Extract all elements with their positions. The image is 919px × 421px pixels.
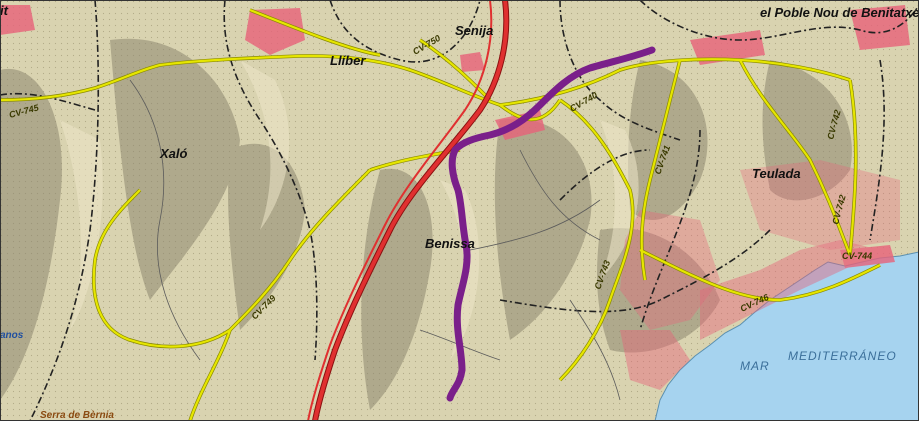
place-label-senija: Senija — [455, 23, 493, 38]
place-label-teulada: Teulada — [752, 166, 801, 181]
relief-highlights — [60, 60, 639, 360]
sea-label-mediterraneo: MEDITERRÁNEO — [788, 348, 897, 363]
place-label-xalo: Xaló — [159, 146, 188, 161]
sea-label-mar: MAR — [740, 359, 770, 373]
sea-area — [655, 252, 919, 421]
motorway — [307, 0, 510, 421]
place-label-left-lower: anos — [0, 330, 24, 341]
place-label-benissa: Benissa — [425, 236, 475, 251]
urban-areas — [0, 5, 910, 390]
place-label-left-edge: it — [0, 3, 9, 18]
place-labels: it el Poble Nou de Benitatxell Senija Ll… — [0, 3, 919, 421]
place-label-bernia: Serra de Bèrnia — [40, 410, 114, 421]
highlighted-route — [446, 46, 656, 402]
road-label-cv744: CV-744 — [842, 251, 872, 261]
place-label-poble-nou: el Poble Nou de Benitatxell — [760, 5, 919, 20]
place-label-lliber: Llíber — [330, 53, 366, 68]
relief-shading — [0, 38, 852, 410]
regional-roads-fill — [0, 8, 881, 421]
